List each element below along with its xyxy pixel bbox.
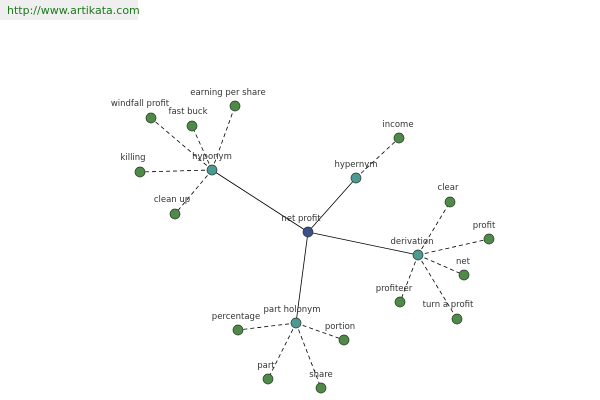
term-node-earning-per-share[interactable] bbox=[229, 100, 241, 112]
term-node-portion[interactable] bbox=[338, 334, 350, 346]
relation-label-hyponym: hyponym bbox=[192, 152, 232, 162]
term-node-killing[interactable] bbox=[134, 166, 146, 178]
term-node-percentage[interactable] bbox=[232, 324, 244, 336]
term-node-windfall-profit[interactable] bbox=[145, 112, 157, 124]
edge-derivation-to-profiteer bbox=[399, 254, 419, 303]
term-label-part: part bbox=[257, 361, 275, 371]
nodes-layer bbox=[134, 100, 495, 394]
edge-center-to-derivation bbox=[307, 231, 419, 256]
term-node-net[interactable] bbox=[458, 269, 470, 281]
term-node-fast-buck[interactable] bbox=[186, 120, 198, 132]
edge-derivation-to-turn-a-profit bbox=[417, 254, 458, 320]
credit-banner: http://www.artikata.com bbox=[0, 0, 140, 20]
edge-part-holonym-to-portion bbox=[295, 322, 345, 341]
credit-link[interactable]: http://www.artikata.com bbox=[7, 4, 140, 17]
term-node-profiteer[interactable] bbox=[394, 296, 406, 308]
term-label-turn-a-profit: turn a profit bbox=[423, 300, 474, 310]
term-label-clean-up: clean up bbox=[154, 195, 190, 205]
term-label-net: net bbox=[456, 257, 471, 267]
term-node-part[interactable] bbox=[262, 373, 274, 385]
edge-part-holonym-to-part bbox=[267, 322, 297, 380]
term-node-profit[interactable] bbox=[483, 233, 495, 245]
term-label-percentage: percentage bbox=[212, 312, 260, 322]
term-node-income[interactable] bbox=[393, 132, 405, 144]
term-label-share: share bbox=[309, 370, 333, 380]
term-label-fast-buck: fast buck bbox=[168, 107, 207, 117]
edge-hyponym-to-clean-up bbox=[174, 169, 213, 215]
edge-hyponym-to-fast-buck bbox=[191, 125, 213, 171]
center-node[interactable] bbox=[302, 226, 314, 238]
edge-hyponym-to-killing bbox=[139, 169, 213, 173]
edge-center-to-part-holonym bbox=[295, 231, 309, 324]
edges-layer bbox=[139, 105, 490, 389]
edge-hyponym-to-earning-per-share bbox=[211, 105, 236, 171]
term-node-share[interactable] bbox=[315, 382, 327, 394]
term-node-clean-up[interactable] bbox=[169, 208, 181, 220]
term-node-turn-a-profit[interactable] bbox=[451, 313, 463, 325]
edge-center-to-hyponym bbox=[211, 169, 309, 233]
term-node-clear[interactable] bbox=[444, 196, 456, 208]
term-label-clear: clear bbox=[438, 183, 459, 193]
term-label-windfall-profit: windfall profit bbox=[111, 99, 170, 109]
edge-hypernym-to-income bbox=[355, 137, 400, 179]
term-label-profiteer: profiteer bbox=[376, 284, 413, 294]
relation-node-derivation[interactable] bbox=[412, 249, 424, 261]
edge-part-holonym-to-share bbox=[295, 322, 322, 389]
edge-derivation-to-clear bbox=[417, 201, 451, 256]
term-label-killing: killing bbox=[120, 153, 145, 163]
edge-hyponym-to-windfall-profit bbox=[150, 117, 213, 171]
relation-node-hypernym[interactable] bbox=[350, 172, 362, 184]
edge-part-holonym-to-percentage bbox=[237, 322, 297, 331]
center-label: net profit bbox=[281, 214, 321, 224]
relation-label-hypernym: hypernym bbox=[334, 160, 377, 170]
edge-derivation-to-net bbox=[417, 254, 465, 276]
relation-label-part-holonym: part holonym bbox=[264, 305, 321, 315]
edge-center-to-hypernym bbox=[307, 177, 357, 233]
term-label-profit: profit bbox=[473, 221, 496, 231]
relation-node-part-holonym[interactable] bbox=[290, 317, 302, 329]
relation-label-derivation: derivation bbox=[390, 237, 433, 247]
term-label-earning-per-share: earning per share bbox=[190, 88, 265, 98]
relation-node-hyponym[interactable] bbox=[206, 164, 218, 176]
term-label-income: income bbox=[382, 120, 413, 130]
edge-derivation-to-profit bbox=[417, 238, 490, 256]
term-label-portion: portion bbox=[325, 322, 355, 332]
